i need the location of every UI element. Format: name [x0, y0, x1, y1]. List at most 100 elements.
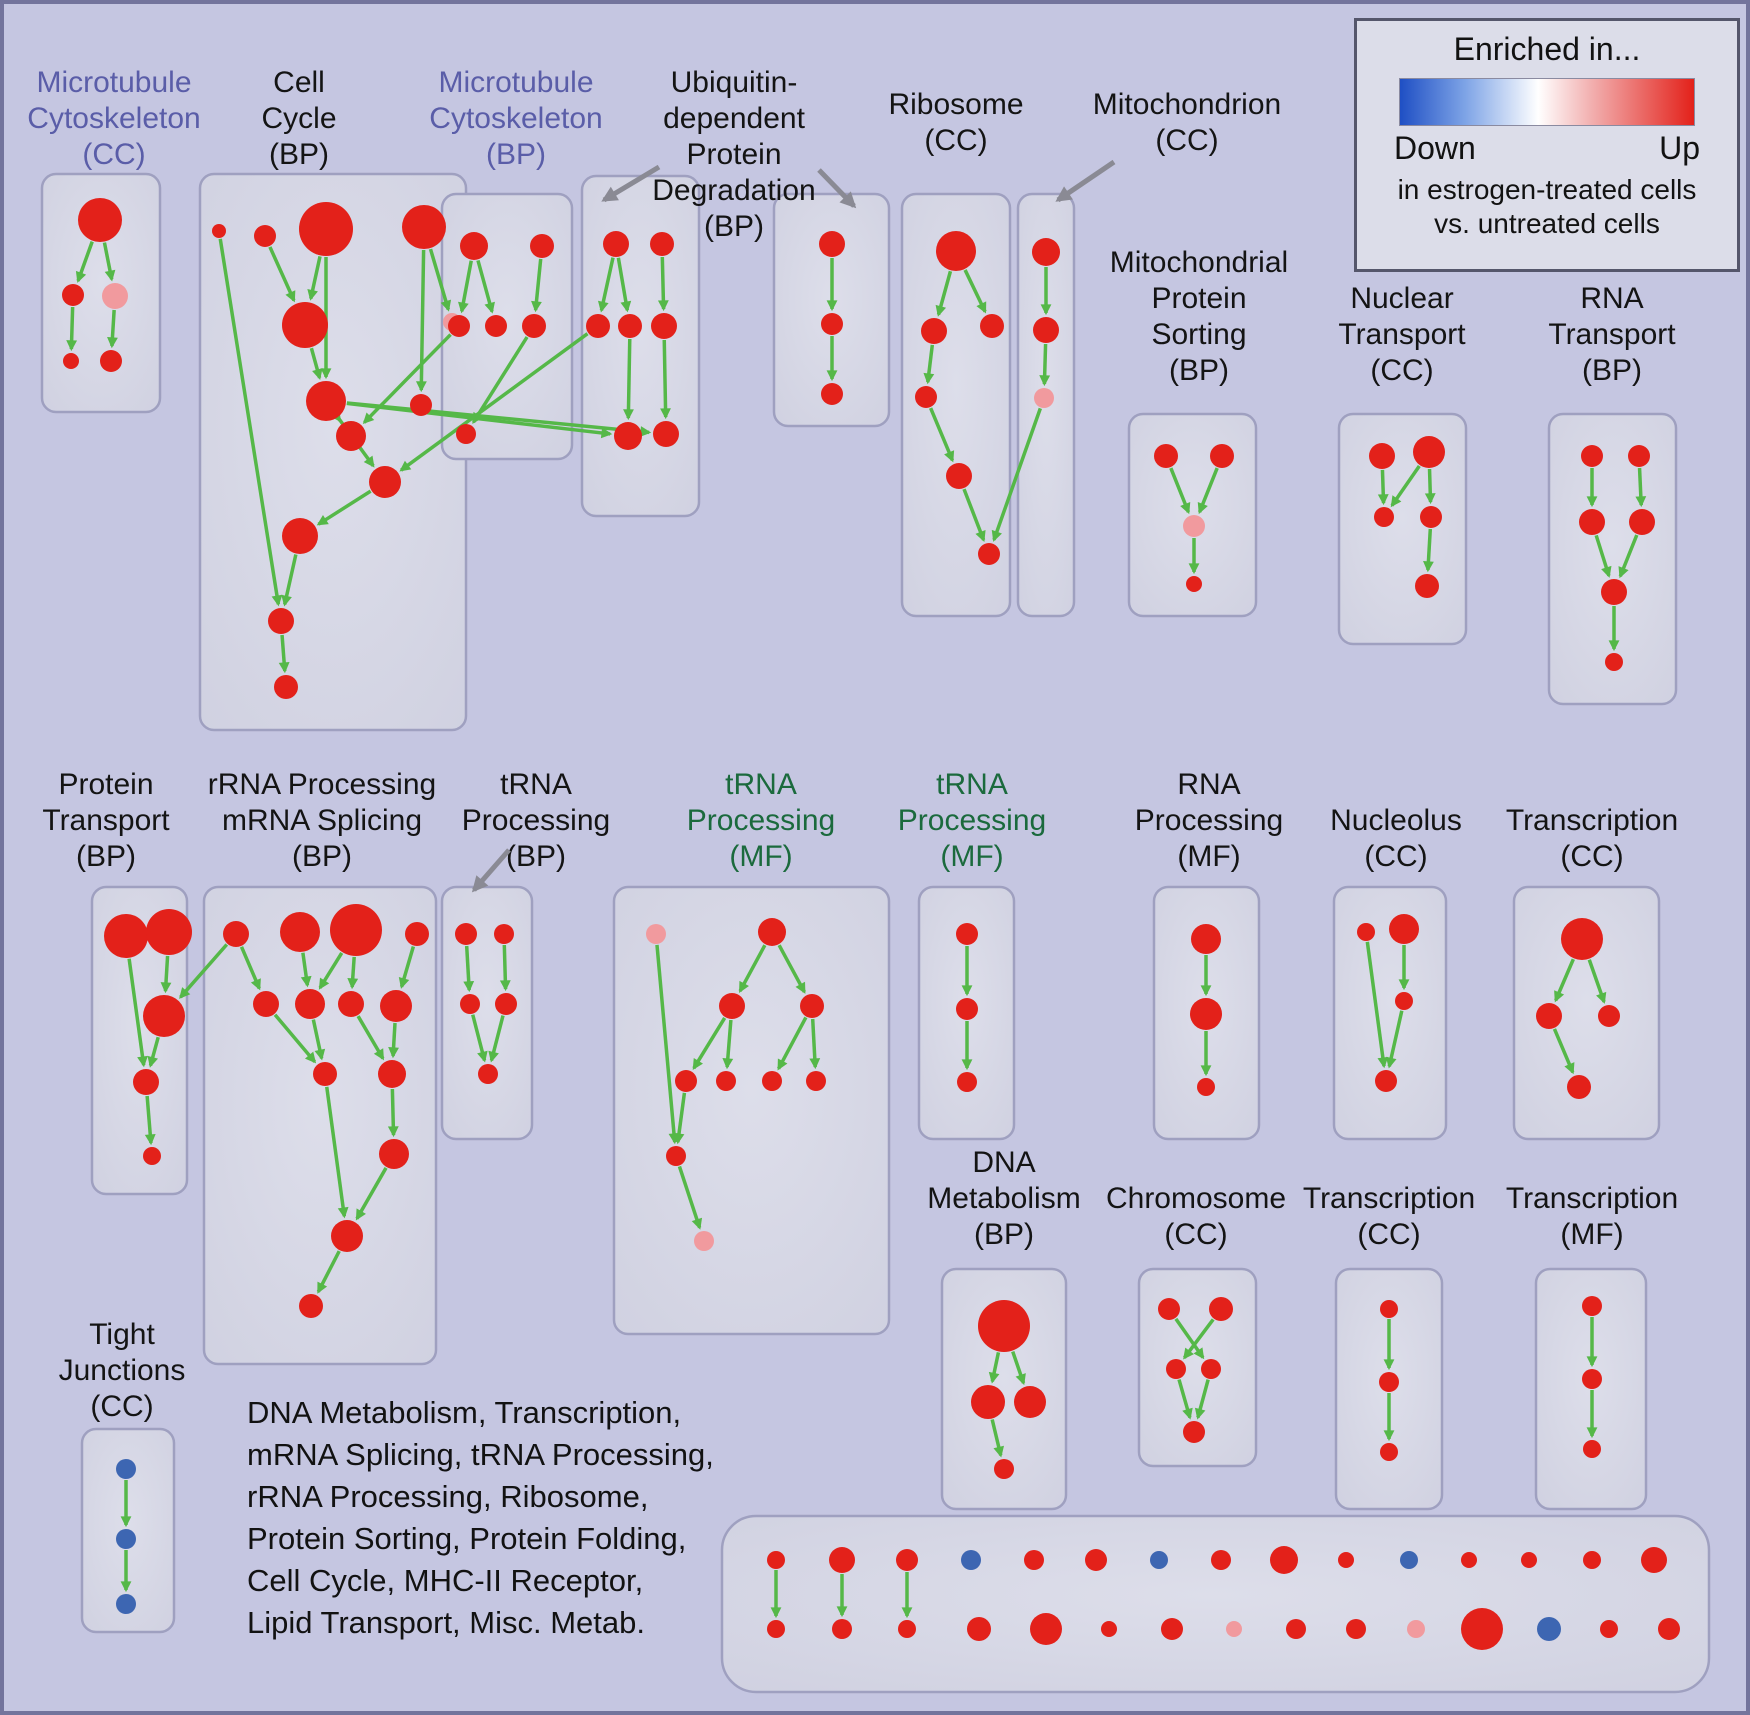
node: [832, 1619, 852, 1639]
node: [1582, 1296, 1602, 1316]
legend-subtitle: in estrogen-treated cells vs. untreated …: [1397, 174, 1697, 239]
node: [694, 1231, 714, 1251]
edge-arrow: [738, 944, 767, 993]
node: [898, 1620, 916, 1638]
node: [494, 924, 514, 944]
label-pointer-arrow: [1055, 159, 1116, 203]
edge-arrow: [1385, 1010, 1404, 1069]
node: [143, 995, 185, 1037]
node: [1380, 1300, 1398, 1318]
legend-box: Enriched in... Down Up in estrogen-treat…: [1354, 18, 1740, 272]
node: [1190, 998, 1222, 1030]
node: [295, 989, 325, 1019]
cluster-box-microtubule-cytoskeleton-cc: [40, 172, 162, 414]
edge-arrow: [677, 1165, 703, 1230]
node: [806, 1071, 826, 1091]
node: [915, 386, 937, 408]
node: [978, 543, 1000, 565]
edge-arrow: [1423, 528, 1434, 573]
edge-arrow: [1197, 467, 1219, 515]
edge-arrow: [1194, 1379, 1210, 1420]
node: [1461, 1552, 1477, 1568]
node: [767, 1620, 785, 1638]
edge-arrow: [1424, 468, 1436, 505]
node: [212, 224, 226, 238]
node: [104, 914, 148, 958]
edge-arrow: [300, 952, 312, 988]
legend-up-label: Up: [1659, 130, 1700, 166]
node: [1537, 1617, 1561, 1641]
label-pointer-arrow: [601, 164, 661, 203]
edge-arrow: [160, 955, 172, 994]
node: [1226, 1621, 1242, 1637]
node: [1033, 317, 1059, 343]
edge-arrow: [1183, 1318, 1215, 1360]
node: [1338, 1552, 1354, 1568]
node: [1521, 1552, 1537, 1568]
cluster-box-nuclear-transport-cc: [1337, 412, 1468, 646]
edge-arrow: [318, 952, 344, 990]
node: [460, 232, 488, 260]
node: [651, 313, 677, 339]
node: [146, 909, 192, 955]
node: [1601, 579, 1627, 605]
cluster-label-nucleolus-cc: Nucleolus(CC): [1330, 804, 1462, 873]
node: [821, 313, 843, 335]
node: [1209, 1297, 1233, 1321]
edge-arrow: [471, 1014, 488, 1063]
node: [980, 314, 1004, 338]
cluster-label-mitochondrion-cc: Mitochondrion(CC): [1093, 88, 1281, 157]
edge-arrow: [531, 258, 543, 313]
node: [829, 1547, 855, 1573]
node: [1183, 1421, 1205, 1443]
node: [1380, 1443, 1398, 1461]
edge-arrow: [218, 238, 283, 607]
node: [1379, 1372, 1399, 1392]
node: [143, 1147, 161, 1165]
edge-arrow: [660, 339, 671, 420]
node: [618, 314, 642, 338]
node: [530, 234, 554, 258]
node: [1581, 445, 1603, 467]
edge-arrow: [1390, 464, 1421, 508]
node: [819, 231, 845, 257]
edge-arrow: [1169, 467, 1191, 515]
node: [1583, 1440, 1601, 1458]
node: [1407, 1620, 1425, 1638]
node: [378, 1060, 406, 1088]
cluster-box-trna-processing-bp: [440, 885, 534, 1141]
node: [586, 314, 610, 338]
edge-arrow: [1635, 467, 1647, 508]
node: [1186, 576, 1202, 592]
edge-arrow: [1174, 1317, 1205, 1360]
edge-arrow: [325, 1086, 349, 1219]
node: [758, 918, 786, 946]
edge-arrow: [1011, 1350, 1026, 1386]
node: [274, 675, 298, 699]
node: [1191, 924, 1221, 954]
node: [116, 1529, 136, 1549]
node: [1375, 1070, 1397, 1092]
node: [1579, 509, 1605, 535]
node: [116, 1459, 136, 1479]
cluster-box-ubiquitin-degradation-bp-a: [580, 174, 701, 518]
edge-arrow: [428, 248, 452, 312]
node: [268, 608, 294, 634]
edge-arrow: [1365, 941, 1389, 1069]
node: [282, 518, 318, 554]
node: [1629, 509, 1655, 535]
edge-arrow: [398, 945, 416, 989]
edge-arrow: [309, 347, 323, 380]
node: [936, 231, 976, 271]
node: [961, 1550, 981, 1570]
edge-arrow: [929, 407, 955, 463]
edge-arrow: [144, 1095, 156, 1146]
shared-gene-sets-text: DNA Metabolism, Transcription, mRNA Spli…: [247, 1395, 714, 1640]
edge-arrow: [935, 270, 953, 317]
cluster-label-transcription-mf: Transcription(MF): [1506, 1182, 1678, 1251]
node: [410, 394, 432, 416]
